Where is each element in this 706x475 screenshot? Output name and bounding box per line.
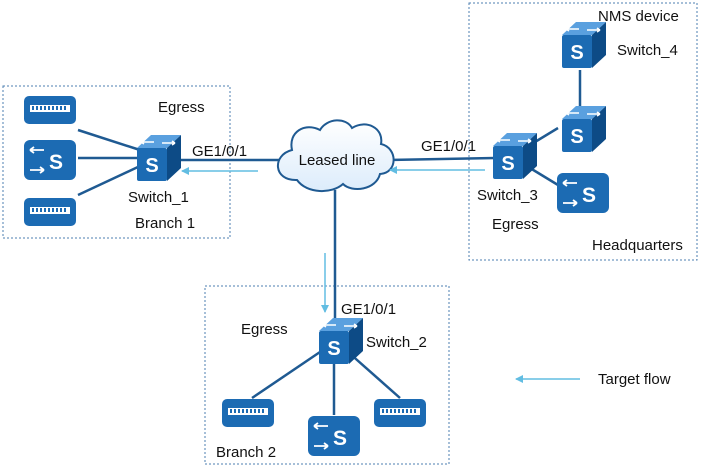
branch2-egress-label: Egress <box>241 321 288 338</box>
switch-3-port-label: GE1/0/1 <box>421 138 476 155</box>
hq-core-switch-icon[interactable] <box>561 105 607 153</box>
switch-2-port-label: GE1/0/1 <box>341 301 396 318</box>
branch1-host-bottom[interactable] <box>24 198 76 226</box>
switch-4-icon[interactable] <box>561 21 607 69</box>
nms-device-label: NMS device <box>598 8 679 25</box>
switch-4-label: Switch_4 <box>617 42 678 59</box>
branch2-host-left[interactable] <box>222 399 274 427</box>
switch-1-label: Switch_1 <box>128 189 189 206</box>
headquarters-region <box>468 2 698 261</box>
branch2-region-label: Branch 2 <box>216 444 276 461</box>
cloud-label: Leased line <box>299 152 376 169</box>
switch-2-icon[interactable] <box>318 317 364 365</box>
legend-target-flow-label: Target flow <box>598 371 671 388</box>
branch1-egress-label: Egress <box>158 99 205 116</box>
cloud-icon <box>276 119 395 192</box>
switch-2-label: Switch_2 <box>366 334 427 351</box>
switch-3-label: Switch_3 <box>477 187 538 204</box>
hq-access-switch[interactable] <box>556 172 610 214</box>
switch-1-icon[interactable] <box>136 134 182 182</box>
branch2-region <box>204 285 450 465</box>
branch1-host-top[interactable] <box>24 96 76 124</box>
branch1-access-switch[interactable] <box>23 139 77 181</box>
switch-1-port-label: GE1/0/1 <box>192 143 247 160</box>
branch1-region <box>2 85 231 239</box>
branch2-access-switch[interactable] <box>307 415 361 457</box>
headquarters-region-label: Headquarters <box>592 237 683 254</box>
hq-egress-label: Egress <box>492 216 539 233</box>
target-flow-arrows <box>181 166 580 383</box>
links <box>77 70 582 415</box>
branch2-host-right[interactable] <box>374 399 426 427</box>
switch-3-icon[interactable] <box>492 132 538 180</box>
branch1-region-label: Branch 1 <box>135 215 195 232</box>
